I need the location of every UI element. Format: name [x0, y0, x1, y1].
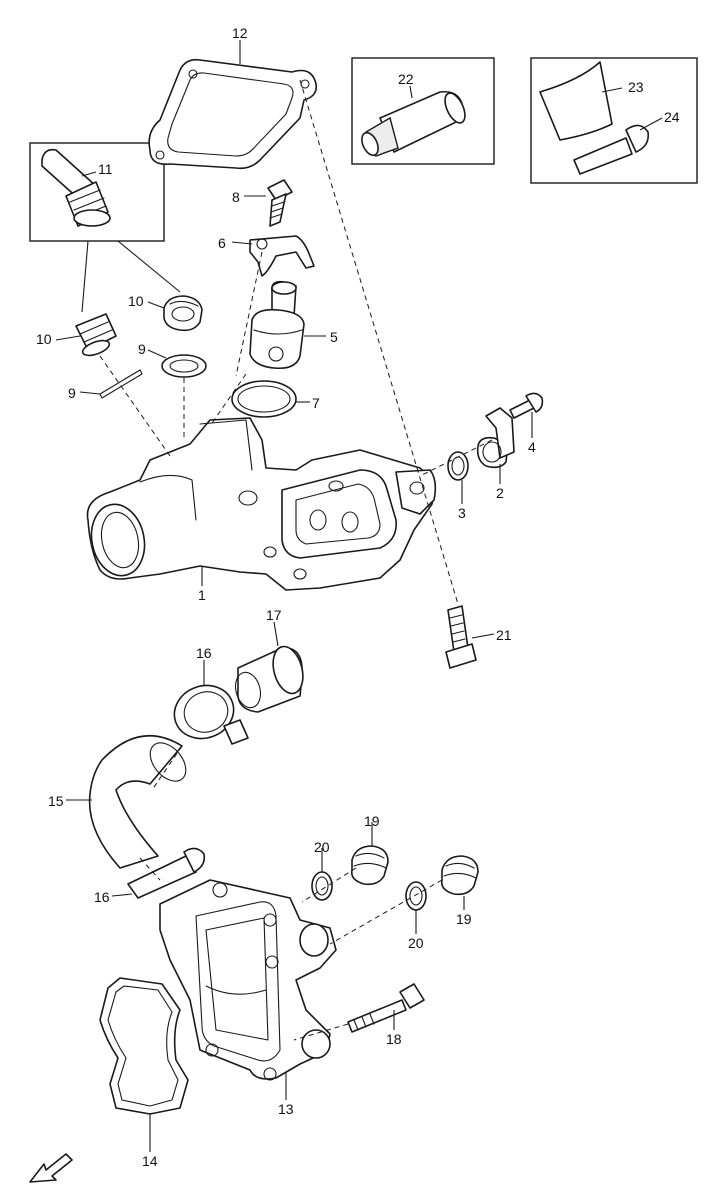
inset-11-leader-right — [117, 240, 181, 293]
assembly-line-19b-13 — [329, 879, 443, 945]
leader-9-upper — [147, 349, 167, 359]
assembly-line-18-13 — [293, 1023, 349, 1041]
arrow-down-left-icon — [29, 1153, 73, 1183]
washer-20-lower — [405, 881, 427, 911]
leader-24 — [639, 117, 663, 131]
assembly-line-2-1 — [419, 439, 493, 477]
washer-9 — [161, 354, 207, 378]
leader-16-lower — [111, 893, 133, 897]
housing-13 — [159, 879, 337, 1081]
fitting-11 — [41, 148, 111, 227]
callout-15: 15 — [48, 793, 64, 809]
bolt-18 — [347, 983, 425, 1033]
callout-11: 11 — [98, 161, 113, 177]
gasket-14 — [99, 977, 189, 1115]
callout-17: 17 — [266, 607, 282, 623]
bolt-8 — [267, 179, 293, 227]
callout-13: 13 — [278, 1101, 294, 1117]
assembly-line-12-21 — [299, 79, 459, 605]
cap-2 — [476, 407, 515, 469]
leader-6 — [231, 241, 253, 245]
callout-21: 21 — [496, 627, 512, 643]
pin-24 — [573, 124, 650, 175]
bracket-6 — [249, 235, 315, 277]
leader-11 — [81, 171, 97, 177]
fitting-17 — [234, 645, 304, 713]
callout-18: 18 — [386, 1031, 402, 1047]
sheet-23 — [539, 61, 613, 141]
callout-9-lower: 9 — [68, 385, 76, 401]
assembly-line-15-16 — [139, 857, 161, 881]
pin-16-lower — [127, 847, 206, 899]
plug-19-upper — [350, 845, 389, 886]
callout-16-upper: 16 — [196, 645, 212, 661]
fitting-10-upper — [163, 295, 203, 332]
clamp-16-upper — [173, 684, 249, 745]
callout-16-lower: 16 — [94, 889, 110, 905]
callout-7: 7 — [312, 395, 320, 411]
callout-20-lower: 20 — [408, 935, 424, 951]
callout-4: 4 — [528, 439, 536, 455]
leader-10-upper — [147, 301, 165, 309]
callout-8: 8 — [232, 189, 240, 205]
bolt-4 — [509, 392, 544, 419]
fitting-10-lower — [75, 313, 117, 357]
plug-19-lower — [440, 855, 479, 896]
washer-20-upper — [311, 871, 333, 901]
leader-10-lower — [55, 335, 81, 341]
callout-14: 14 — [142, 1153, 158, 1169]
inset-box-item-22 — [351, 57, 495, 165]
callout-10-upper: 10 — [128, 293, 144, 309]
assembly-line-6-5 — [235, 251, 263, 377]
assembly-line-5-1 — [209, 373, 247, 427]
assembly-line-19-13 — [301, 867, 357, 903]
leader-23 — [601, 87, 623, 93]
assembly-line-10-1 — [99, 355, 171, 457]
leader-22 — [409, 85, 413, 99]
callout-9-upper: 9 — [138, 341, 146, 357]
callout-3: 3 — [458, 505, 466, 521]
leader-21 — [471, 633, 495, 639]
filter-22 — [361, 90, 466, 157]
housing-1 — [86, 417, 437, 591]
o-ring-7-inner — [237, 385, 291, 413]
o-ring-7 — [231, 380, 297, 418]
callout-20-upper: 20 — [314, 839, 330, 855]
callout-10-lower: 10 — [36, 331, 52, 347]
callout-1: 1 — [198, 587, 206, 603]
inset-11-leader-left — [81, 240, 89, 313]
callout-22: 22 — [398, 71, 414, 87]
o-ring-3 — [447, 451, 469, 481]
callout-6: 6 — [218, 235, 226, 251]
callout-19-lower: 19 — [456, 911, 472, 927]
leader-17 — [273, 621, 279, 647]
pin-9 — [99, 369, 143, 399]
bolt-21 — [445, 605, 477, 669]
callout-5: 5 — [330, 329, 338, 345]
callout-12: 12 — [232, 25, 248, 41]
callout-24: 24 — [664, 109, 680, 125]
inset-box-item-11 — [29, 142, 165, 242]
gasket-12 — [148, 58, 318, 170]
inset-box-items-23-24 — [530, 57, 698, 184]
callout-2: 2 — [496, 485, 504, 501]
hose-15 — [88, 734, 187, 869]
thermostat-5 — [249, 280, 305, 370]
callout-23: 23 — [628, 79, 644, 95]
leader-9-lower — [79, 391, 101, 395]
callout-19-upper: 19 — [364, 813, 380, 829]
